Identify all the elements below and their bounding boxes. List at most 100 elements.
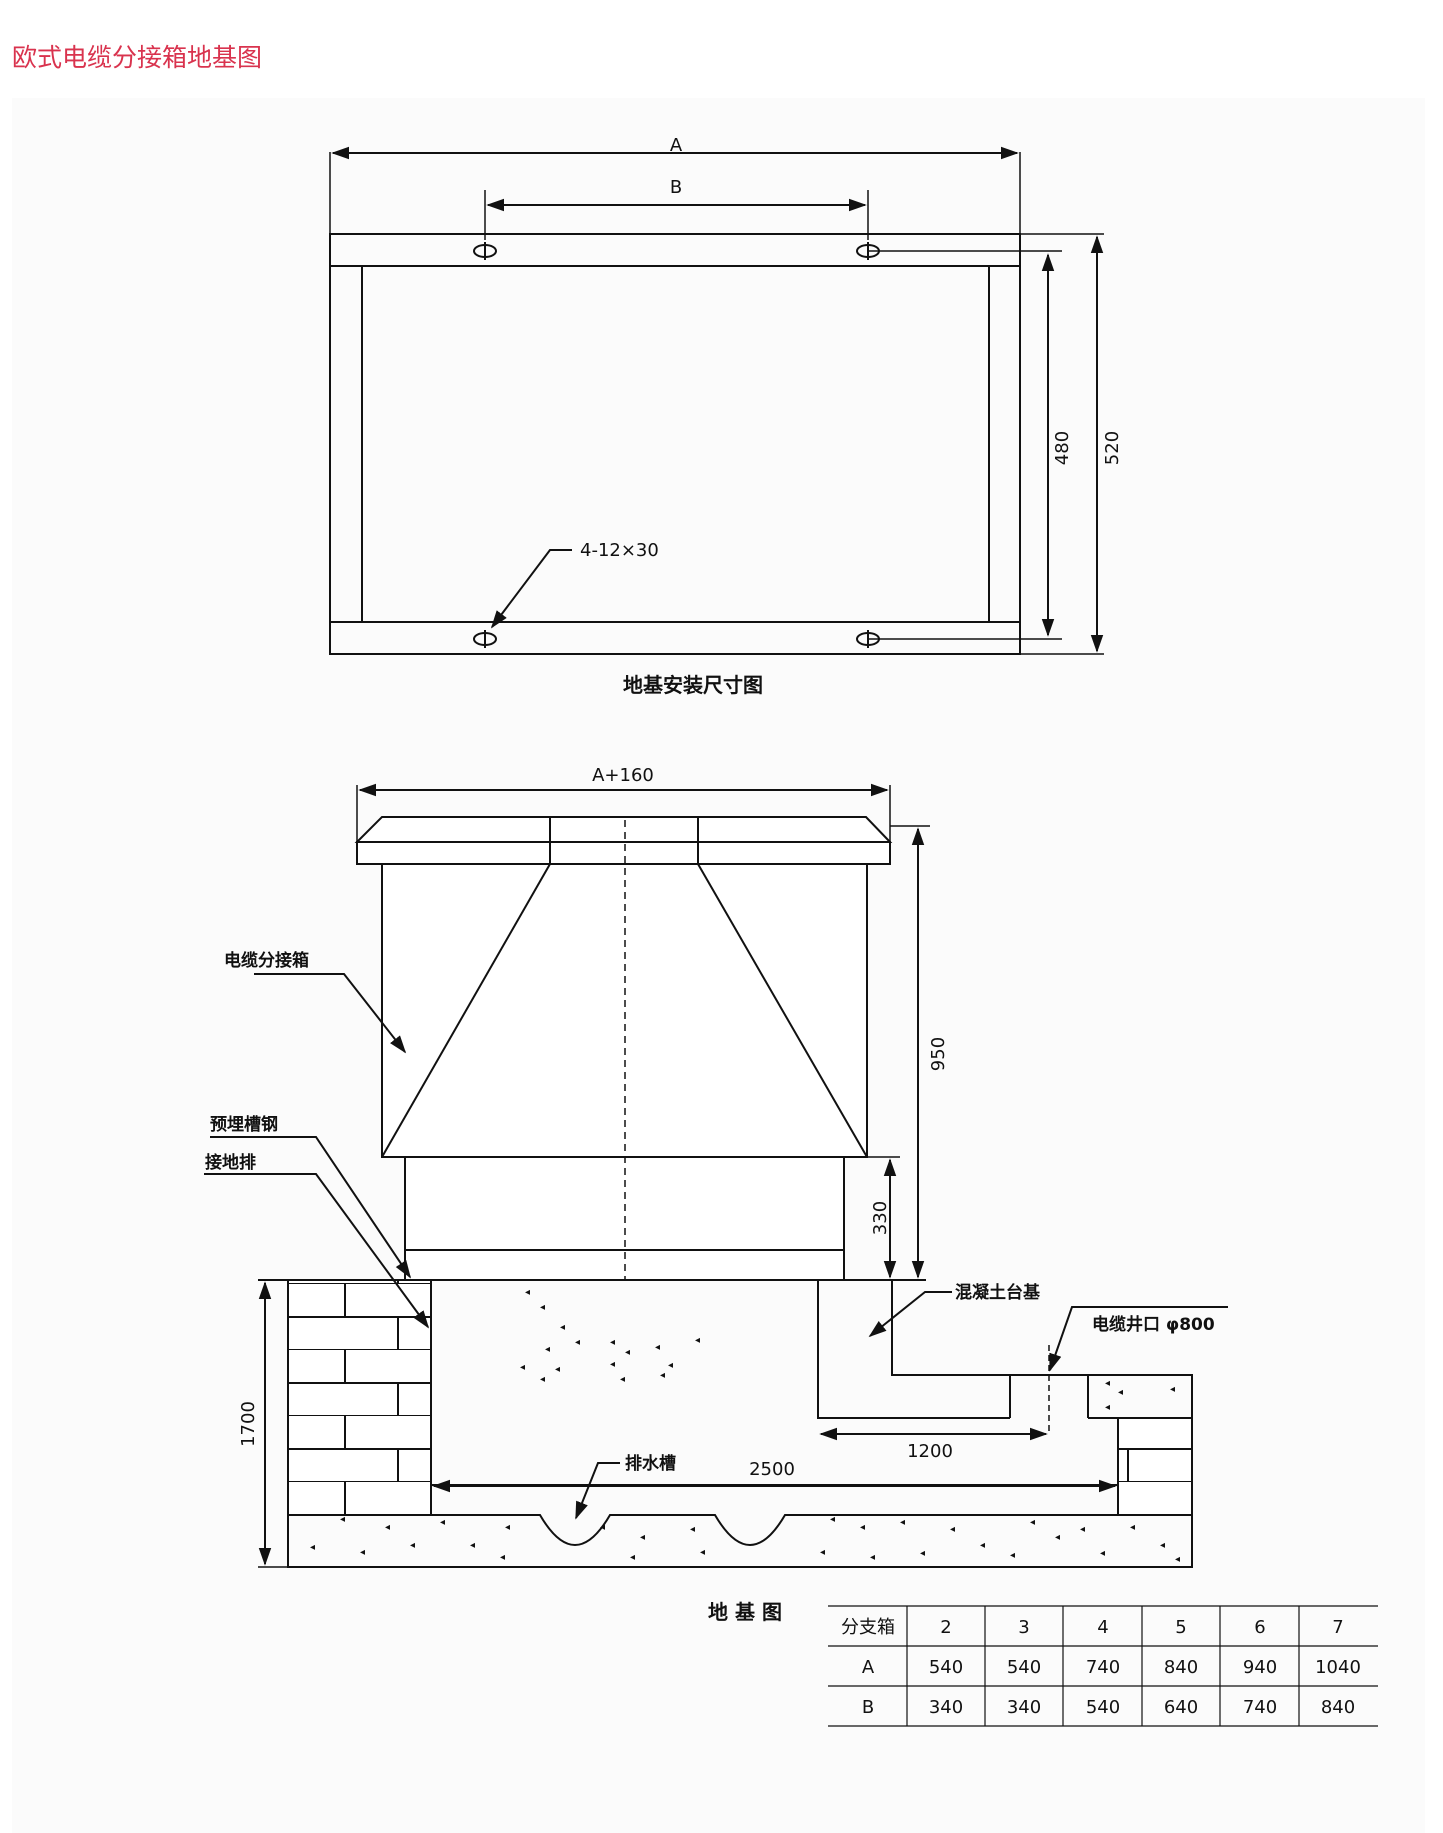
svg-text:◂: ◂ (470, 1540, 475, 1551)
mounting-hole (473, 630, 497, 648)
table-cell: 2 (940, 1617, 951, 1638)
hole-leader (490, 549, 572, 629)
section-caption: 地 基 图 (708, 1600, 782, 1624)
label-concrete-base: 混凝土台基 (955, 1282, 1041, 1303)
table-row: A 540 540 740 840 940 1040 (862, 1657, 1361, 1678)
mounting-hole (473, 242, 497, 260)
svg-text:◂: ◂ (668, 1360, 673, 1371)
svg-text:◂: ◂ (920, 1548, 925, 1559)
svg-text:◂: ◂ (1105, 1378, 1110, 1389)
svg-text:◂: ◂ (695, 1335, 700, 1346)
table-cell: 540 (1007, 1657, 1041, 1678)
hole-spec-label: 4-12×30 (580, 540, 659, 561)
svg-text:◂: ◂ (610, 1337, 615, 1348)
label-ground-bar: 接地排 (205, 1152, 256, 1173)
svg-text:◂: ◂ (980, 1540, 985, 1551)
concrete-leader (868, 1291, 952, 1338)
svg-text:◂: ◂ (540, 1302, 545, 1313)
table-cell: 5 (1175, 1617, 1186, 1638)
dim-2500-label: 2500 (749, 1459, 795, 1480)
left-brick-wall (287, 1279, 432, 1516)
svg-text:◂: ◂ (440, 1517, 445, 1528)
table-cell: 940 (1243, 1657, 1277, 1678)
table-cell: A (862, 1657, 875, 1678)
table-cell: B (862, 1697, 874, 1718)
channel-leader (210, 1136, 412, 1279)
table-cell: 840 (1164, 1657, 1198, 1678)
svg-text:◂: ◂ (860, 1522, 865, 1533)
page-title: 欧式电缆分接箱地基图 (12, 43, 263, 72)
svg-text:◂: ◂ (620, 1374, 625, 1385)
box-roof (354, 816, 893, 843)
svg-text:◂: ◂ (1175, 1554, 1180, 1565)
label-cable-box: 电缆分接箱 (224, 950, 309, 971)
svg-text:◂: ◂ (520, 1362, 525, 1373)
table-cell: 640 (1164, 1697, 1198, 1718)
dim-1700-label: 1700 (238, 1401, 259, 1447)
table-cell: 340 (929, 1697, 963, 1718)
svg-text:◂: ◂ (410, 1540, 415, 1551)
svg-text:◂: ◂ (540, 1374, 545, 1385)
svg-text:◂: ◂ (385, 1522, 390, 1533)
svg-text:◂: ◂ (630, 1552, 635, 1563)
svg-text:◂: ◂ (560, 1322, 565, 1333)
drain-grooves (288, 1514, 1192, 1546)
svg-text:◂: ◂ (900, 1517, 905, 1528)
svg-text:◂: ◂ (830, 1514, 835, 1525)
table-header-row: 分支箱 2 3 4 5 6 7 (841, 1617, 1344, 1638)
label-drain: 排水槽 (625, 1453, 676, 1474)
svg-text:◂: ◂ (1010, 1550, 1015, 1561)
svg-text:◂: ◂ (1105, 1402, 1110, 1413)
concrete-speckle: ◂ ◂ ◂ ◂ ◂ ◂ ◂ ◂ ◂ ◂ ◂ ◂ ◂ ◂ ◂ ◂ ◂ ◂ ◂ ◂ ◂ ◂ ◂ ◂ ◂ ◂ ◂… (310, 1287, 1180, 1565)
ground-leader (204, 1173, 430, 1329)
table-cell: 3 (1018, 1617, 1029, 1638)
svg-text:◂: ◂ (700, 1547, 705, 1558)
table-cell: 4 (1097, 1617, 1108, 1638)
box-roof-band (356, 841, 891, 865)
dim-a160-label: A+160 (592, 765, 654, 786)
svg-text:◂: ◂ (1130, 1522, 1135, 1533)
table-cell: 540 (929, 1657, 963, 1678)
dim-330-label: 330 (870, 1201, 891, 1235)
svg-text:◂: ◂ (950, 1524, 955, 1535)
svg-text:◂: ◂ (545, 1344, 550, 1355)
dim-480-label: 480 (1052, 431, 1073, 465)
svg-text:◂: ◂ (1100, 1548, 1105, 1559)
well-leader (1049, 1306, 1228, 1372)
svg-text:◂: ◂ (505, 1522, 510, 1533)
svg-text:◂: ◂ (820, 1547, 825, 1558)
svg-text:◂: ◂ (660, 1370, 665, 1381)
svg-text:◂: ◂ (1030, 1517, 1035, 1528)
right-brick-wall (1117, 1417, 1193, 1516)
table-cell: 1040 (1315, 1657, 1361, 1678)
svg-text:◂: ◂ (640, 1532, 645, 1543)
table-text: 分支箱 2 3 4 5 6 7 A 540 540 740 840 940 10… (841, 1617, 1361, 1718)
svg-text:◂: ◂ (555, 1364, 560, 1375)
svg-text:◂: ◂ (360, 1547, 365, 1558)
plan-view (329, 146, 1104, 655)
svg-text:◂: ◂ (690, 1524, 695, 1535)
svg-text:◂: ◂ (610, 1359, 615, 1370)
plan-outer-frame (329, 233, 1021, 655)
svg-text:◂: ◂ (340, 1514, 345, 1525)
table-row: B 340 340 540 640 740 840 (862, 1697, 1355, 1718)
label-cable-well: 电缆井口 φ800 (1092, 1314, 1215, 1335)
svg-text:◂: ◂ (500, 1552, 505, 1563)
dim-b-label: B (670, 177, 682, 198)
drain-leader (575, 1462, 620, 1520)
table-cell: 7 (1332, 1617, 1343, 1638)
svg-text:◂: ◂ (1118, 1387, 1123, 1398)
box-leader (254, 973, 407, 1054)
svg-text:◂: ◂ (600, 1522, 605, 1533)
dim-1200-label: 1200 (907, 1441, 953, 1462)
svg-text:◂: ◂ (575, 1337, 580, 1348)
table-cell: 740 (1243, 1697, 1277, 1718)
svg-text:◂: ◂ (1080, 1524, 1085, 1535)
svg-text:◂: ◂ (1170, 1384, 1175, 1395)
plan-caption: 地基安装尺寸图 (623, 673, 763, 697)
table-cell: 840 (1321, 1697, 1355, 1718)
svg-text:◂: ◂ (1160, 1540, 1165, 1551)
dim-a-label: A (670, 135, 683, 156)
svg-text:◂: ◂ (655, 1342, 660, 1353)
